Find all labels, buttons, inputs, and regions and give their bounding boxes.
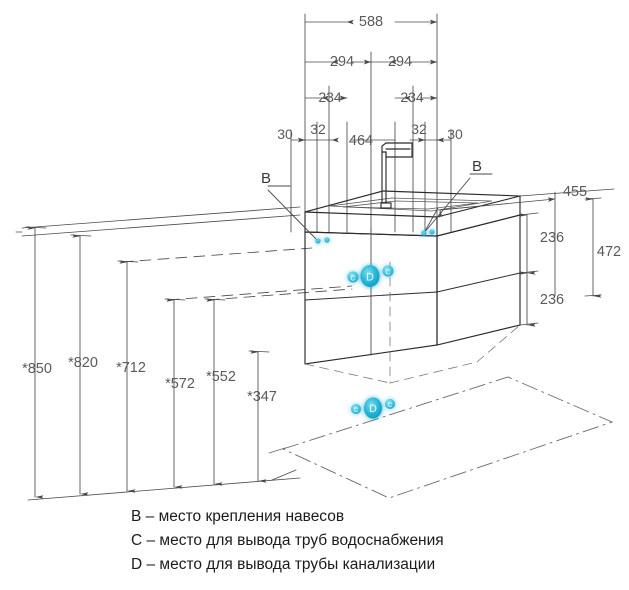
marker-c-right <box>382 265 394 277</box>
height-dimension-lines <box>25 226 301 501</box>
dim-label-572: *572 <box>165 376 195 392</box>
dim-label-32-right: 32 <box>411 121 427 137</box>
svg-text:C: C <box>354 407 359 414</box>
dim-label-464: 464 <box>349 133 373 149</box>
hanger-markers <box>315 229 435 244</box>
svg-text:D: D <box>366 272 374 284</box>
floor-projection <box>281 376 614 499</box>
marker-c-left-floor <box>351 404 361 414</box>
cabinet-body <box>304 190 521 384</box>
pipe-markers-cabinet: C D C <box>347 265 394 287</box>
callout-leaders <box>267 173 493 242</box>
dim-label-712: *712 <box>116 360 146 376</box>
dim-label-294-left: 294 <box>330 54 354 70</box>
dimension-labels: 588 294 294 234 234 30 32 464 32 30 455 … <box>22 14 621 405</box>
dim-label-234-right: 234 <box>400 89 424 105</box>
dim-label-236-upper: 236 <box>540 230 564 246</box>
dim-label-820: *820 <box>68 355 98 371</box>
dim-label-30-right: 30 <box>447 126 463 142</box>
svg-text:D: D <box>369 403 377 415</box>
legend-row-c: C – место для вывода труб водоснабжения <box>131 532 444 549</box>
pipe-markers-floor: C D C <box>351 397 395 419</box>
legend-row-b: B – место крепления навесов <box>131 508 345 525</box>
legend: B – место крепления навесов C – место дл… <box>131 505 551 577</box>
marker-c-left <box>347 271 359 283</box>
dim-label-234-left: 234 <box>318 89 342 105</box>
callout-label-b-right: B <box>472 158 482 175</box>
marker-d-center-floor <box>364 397 382 419</box>
dim-label-472: 472 <box>597 244 621 260</box>
right-dimension-lines <box>439 191 602 327</box>
dim-label-588: 588 <box>359 14 383 30</box>
dim-label-32-left: 32 <box>310 121 326 137</box>
dim-label-455: 455 <box>563 184 587 200</box>
marker-d-center <box>360 265 380 287</box>
legend-row-d: D – место для вывода трубы канализации <box>131 556 436 573</box>
dim-label-850: *850 <box>22 361 52 377</box>
dim-label-552: *552 <box>206 369 236 385</box>
dim-label-294-right: 294 <box>388 54 412 70</box>
marker-c-right-floor <box>385 399 395 409</box>
faucet <box>380 142 413 209</box>
hidden-reference-lines <box>121 247 353 301</box>
svg-text:C: C <box>385 270 390 277</box>
svg-text:C: C <box>350 276 355 283</box>
svg-text:C: C <box>388 402 393 409</box>
wall-lines <box>15 188 615 237</box>
dim-label-236-lower: 236 <box>540 292 564 308</box>
callout-label-b-left: B <box>261 170 271 187</box>
dim-label-347: *347 <box>247 389 277 405</box>
dim-label-30-left: 30 <box>277 126 293 142</box>
